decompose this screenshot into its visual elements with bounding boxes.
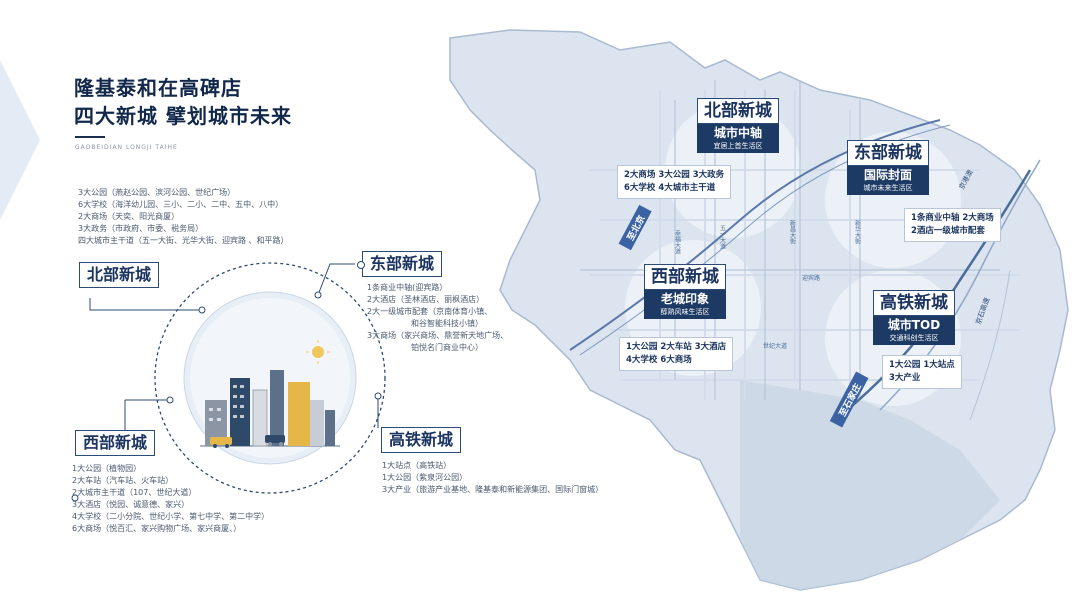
list-item: 1大站点（高铁站） bbox=[382, 461, 452, 470]
road-label: 幸福大道 bbox=[674, 229, 681, 255]
list-item: 1条商业中轴(迎宾路） bbox=[367, 283, 448, 292]
road-label: 五一大道 bbox=[719, 225, 726, 250]
label-north-district: 北部新城 bbox=[79, 262, 160, 288]
list-item: 四大城市主干道（五一大街、光华大街、迎宾路 、和平路） bbox=[78, 236, 289, 245]
map-card-tag: 老城印象 bbox=[660, 292, 709, 306]
label-west-district: 西部新城 bbox=[75, 430, 156, 456]
map-card-tag: 城市中轴 bbox=[713, 126, 762, 140]
west-feature-list: 1大公园（植物园） 2大车站（汽车站、火车站） 2大城市主干道（107、世纪大道… bbox=[72, 463, 269, 535]
list-item: 4大学校（二小分院、世纪小学、第七中学、第二中学） bbox=[72, 512, 270, 521]
map-feature-line: 1大公园 1大站点 bbox=[889, 360, 955, 370]
label-east-district: 东部新城 bbox=[356, 251, 443, 277]
list-item: 6大商场（悦百汇、家兴购物广场、家兴商厦、） bbox=[72, 524, 242, 533]
map-card-west: 西部新城 老城印象 醇熟风味生活区 bbox=[644, 264, 726, 319]
title-line-2: 四大新城 擘划城市未来 bbox=[74, 104, 292, 128]
dashed-ring bbox=[154, 262, 386, 494]
map-feature-box-hsr: 1大公园 1大站点 3大产业 bbox=[882, 355, 962, 389]
map-card-east: 东部新城 国际封面 城市未来生活区 bbox=[847, 140, 929, 195]
list-item: 和谷智能科技小镇） bbox=[411, 319, 483, 328]
list-item: 3大公园（燕赵公园、滨河公园、世纪广场） bbox=[78, 188, 236, 197]
road-label: 世纪大道 bbox=[763, 342, 787, 350]
east-feature-list: 1条商业中轴(迎宾路） 2大酒店（圣林酒店、丽枫酒店） 2大一级城市配套（京南体… bbox=[367, 282, 508, 354]
road-label: 迎宾路 bbox=[802, 274, 820, 282]
map-card-tag: 国际封面 bbox=[863, 168, 912, 182]
map-card-title: 高铁新城 bbox=[873, 290, 955, 316]
list-item: 1大公园（紫泉河公园） bbox=[382, 473, 468, 482]
chevron-decoration bbox=[0, 60, 40, 220]
title-subtitle: GAOBEIDIAN LONGJI TAIHE bbox=[75, 144, 178, 151]
list-item: 1大公园（植物园） bbox=[72, 464, 142, 473]
list-item: 2大一级城市配套（京南体育小镇、 bbox=[367, 307, 493, 316]
list-item: 2大城市主干道（107、世纪大道） bbox=[72, 488, 197, 497]
list-item: 2大酒店（圣林酒店、丽枫酒店） bbox=[367, 295, 485, 304]
map-card-north: 北部新城 城市中轴 宜居上首生活区 bbox=[697, 98, 779, 153]
map-feature-line: 2大商场 3大公园 3大政务 bbox=[624, 170, 725, 180]
list-item: 3大酒店（悦园、诚意德、家兴） bbox=[72, 500, 190, 509]
north-feature-list: 3大公园（燕赵公园、滨河公园、世纪广场） 6大学校（海洋幼儿园、三小、二小、二中… bbox=[78, 187, 289, 247]
map-card-hsr: 高铁新城 城市TOD 交通科创生活区 bbox=[873, 290, 955, 345]
map-feature-line: 6大学校 4大城市主干道 bbox=[624, 183, 716, 193]
map-card-title: 西部新城 bbox=[644, 264, 726, 290]
map-card-title: 东部新城 bbox=[847, 140, 929, 166]
list-item: 3大商场（家兴商场、鼎誉新天地广场、 bbox=[367, 331, 509, 340]
city-illustration-icon bbox=[200, 340, 340, 448]
map-card-title: 北部新城 bbox=[697, 98, 779, 124]
list-item: 2大车站（汽车站、火车站） bbox=[72, 476, 174, 485]
road-label: 新昌大街 bbox=[789, 219, 796, 245]
map-feature-line: 3大产业 bbox=[889, 373, 921, 383]
map-feature-line: 1条商业中轴 2大商场 bbox=[911, 213, 994, 223]
road-label: 新华大街 bbox=[854, 219, 861, 245]
map-feature-box-east: 1条商业中轴 2大商场 2酒店一级城市配套 bbox=[904, 208, 1001, 242]
map-card-subtitle: 醇熟风味生活区 bbox=[660, 308, 710, 316]
list-item: 3大政务（市政府、市委、税务局） bbox=[78, 224, 204, 233]
list-item: 2大商场（天奕、阳光商厦） bbox=[78, 212, 180, 221]
map-feature-line: 1大公园 2大车站 3大酒店 bbox=[626, 342, 727, 352]
map-card-subtitle: 城市未来生活区 bbox=[863, 184, 913, 192]
district-diagram bbox=[71, 262, 386, 502]
map-feature-line: 4大学校 6大商场 bbox=[626, 355, 692, 365]
list-item: 6大学校（海洋幼儿园、三小、二小、二中、五中、八中） bbox=[78, 200, 284, 209]
list-item: 3大产业（旅游产业基地、隆基泰和新能源集团、国际门窗城） bbox=[382, 485, 604, 494]
title-divider bbox=[75, 136, 105, 138]
map-feature-box-west: 1大公园 2大车站 3大酒店 4大学校 6大商场 bbox=[619, 337, 734, 371]
map-card-subtitle: 宜居上首生活区 bbox=[713, 142, 763, 150]
map-card-subtitle: 交通科创生活区 bbox=[889, 334, 939, 342]
map-feature-line: 2酒店一级城市配套 bbox=[911, 226, 985, 236]
hsr-feature-list: 1大站点（高铁站） 1大公园（紫泉河公园） 3大产业（旅游产业基地、隆基泰和新能… bbox=[382, 460, 603, 496]
label-hsr-district: 高铁新城 bbox=[381, 427, 462, 453]
map-feature-box-north: 2大商场 3大公园 3大政务 6大学校 4大城市主干道 bbox=[617, 165, 732, 199]
map-card-tag: 城市TOD bbox=[887, 318, 941, 332]
title-line-1: 隆基泰和在高碑店 bbox=[74, 76, 242, 100]
list-item: 铂悦名门商业中心） bbox=[411, 343, 483, 352]
